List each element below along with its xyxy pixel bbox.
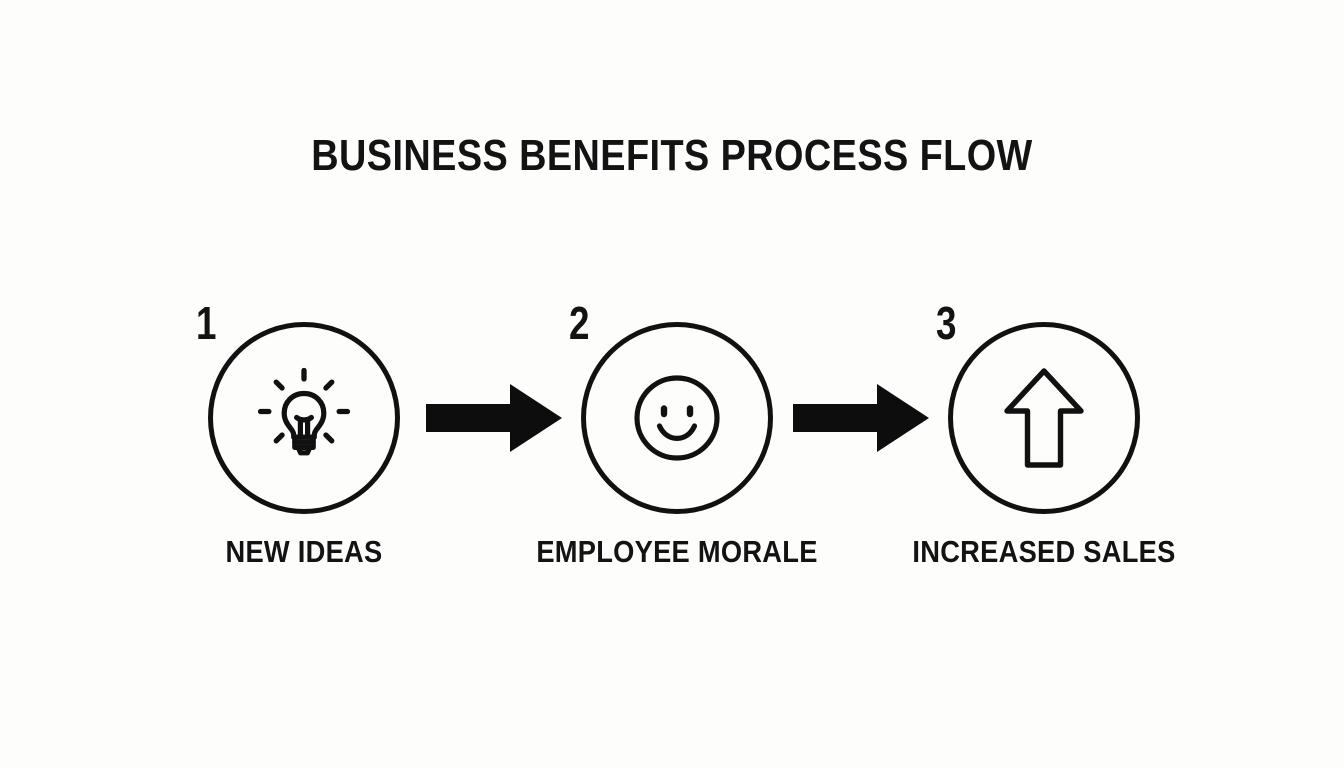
step-2-circle[interactable]: 2 bbox=[569, 300, 773, 514]
process-step-3[interactable]: 3 INCREASED SALES bbox=[912, 296, 1175, 596]
step-1-label: NEW IDEAS bbox=[225, 534, 383, 569]
step-1-number: 1 bbox=[196, 297, 217, 349]
step-3-circle[interactable]: 3 bbox=[936, 300, 1140, 514]
step-2-label: EMPLOYEE MORALE bbox=[536, 534, 818, 569]
connector-arrow-2 bbox=[793, 384, 929, 452]
process-step-2[interactable]: 2 EMPLOYEE MORALE bbox=[536, 296, 817, 596]
right-arrow-icon bbox=[793, 384, 929, 452]
step-3-number: 3 bbox=[936, 297, 957, 349]
circle-outline bbox=[208, 322, 400, 514]
step-3-label: INCREASED SALES bbox=[912, 534, 1176, 569]
circle-outline bbox=[948, 322, 1140, 514]
circle-outline bbox=[581, 322, 773, 514]
lightbulb-icon bbox=[249, 363, 359, 473]
process-flow-row: 1 bbox=[0, 296, 1344, 596]
up-arrow-icon bbox=[989, 363, 1099, 473]
process-step-1[interactable]: 1 bbox=[174, 296, 434, 596]
step-2-number: 2 bbox=[569, 297, 590, 349]
connector-arrow-1 bbox=[426, 384, 562, 452]
step-1-circle[interactable]: 1 bbox=[196, 300, 400, 514]
right-arrow-icon bbox=[426, 384, 562, 452]
smiley-face-icon bbox=[622, 363, 732, 473]
page-title: BUSINESS BENEFITS PROCESS FLOW bbox=[311, 131, 1033, 180]
